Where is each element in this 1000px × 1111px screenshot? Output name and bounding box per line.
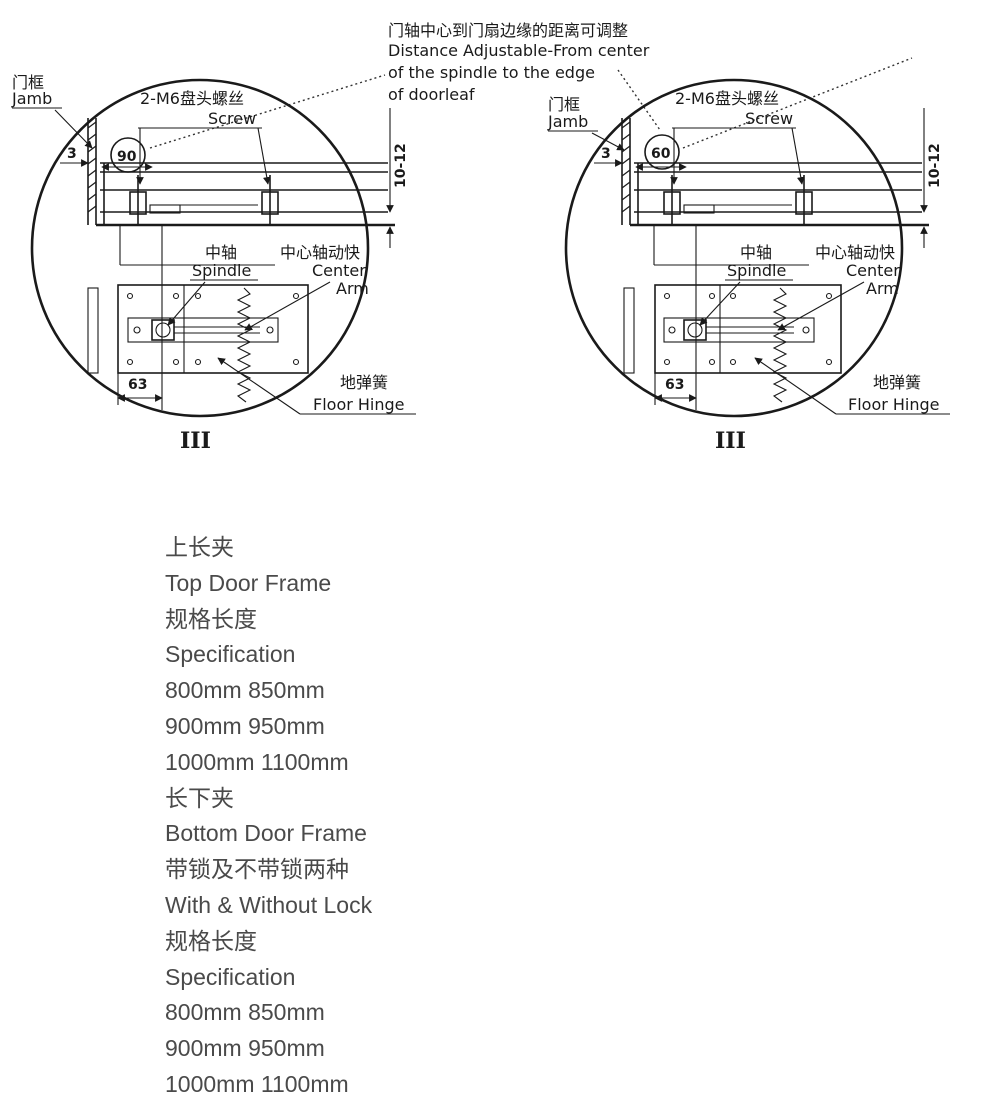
right-floor-en: Floor Hinge — [848, 395, 940, 414]
spec-line: 800mm 850mm — [165, 677, 325, 704]
spec-line: Top Door Frame — [165, 569, 332, 596]
left-dim-bottom: 63 — [128, 377, 147, 393]
left-floor-zh: 地弹簧 — [340, 373, 388, 392]
left-dim-height: 10-12 — [393, 143, 409, 188]
callout-en-line2: of the spindle to the edge — [388, 63, 595, 82]
left-spindle-zh: 中轴 — [205, 243, 237, 262]
left-floor-en: Floor Hinge — [313, 395, 405, 414]
left-arm-en1: Center — [312, 261, 366, 280]
right-dim-circle-value: 60 — [651, 146, 671, 162]
spec-line: 长下夹 — [165, 784, 234, 811]
spec-line: 900mm 950mm — [165, 712, 325, 739]
left-spindle-en: Spindle — [192, 261, 251, 280]
left-detail-circle — [30, 78, 370, 418]
left-dim-circle — [110, 137, 146, 173]
spec-line: 900mm 950mm — [165, 1035, 325, 1062]
right-arm-en1: Center — [846, 261, 900, 280]
spec-line: 带锁及不带锁两种 — [165, 856, 349, 883]
left-screw-en: Screw — [208, 109, 256, 128]
left-spring — [236, 287, 252, 403]
spec-line: With & Without Lock — [165, 891, 373, 918]
left-detail-number: III — [180, 428, 211, 454]
left-jamb-hatch — [87, 121, 97, 213]
left-spindle-block — [151, 319, 175, 341]
right-spindle-block — [683, 319, 707, 341]
right-detail-number: III — [715, 428, 746, 454]
spec-line: Bottom Door Frame — [165, 820, 367, 847]
left-floor-hinge-body — [117, 284, 309, 374]
left-detail: 门框 Jamb 3 90 — [11, 73, 416, 454]
right-arm-en2: Arm — [866, 279, 899, 298]
spec-line: 800mm 850mm — [165, 999, 325, 1026]
right-screw-en: Screw — [745, 109, 793, 128]
left-jamb-zh: 门框 — [12, 73, 44, 92]
left-dim-gap: 3 — [67, 146, 77, 162]
spec-line: 规格长度 — [165, 927, 257, 954]
spec-line: 1000mm 1100mm — [165, 748, 349, 775]
right-spindle-en: Spindle — [727, 261, 786, 280]
callout-leader-left — [149, 74, 386, 149]
right-jamb-hatch — [621, 121, 631, 213]
right-screw-zh: 2-M6盘头螺丝 — [675, 89, 779, 108]
left-arm-zh: 中心轴动快 — [280, 243, 360, 262]
callout-en-line1: Distance Adjustable-From center — [388, 41, 650, 60]
left-jamb-en: Jamb — [11, 89, 52, 108]
callout-en-line3: of doorleaf — [388, 85, 475, 104]
left-arm-en2: Arm — [336, 279, 369, 298]
right-spindle-zh: 中轴 — [740, 243, 772, 262]
right-detail-circle — [564, 78, 904, 418]
right-dim-gap: 3 — [601, 146, 611, 162]
left-dim-circle-value: 90 — [117, 149, 137, 165]
callout-leader-right — [682, 57, 913, 149]
floor-hinge-installation-diagram: 门轴中心到门扇边缘的距离可调整 Distance Adjustable-From… — [11, 21, 950, 454]
callout-text: 门轴中心到门扇边缘的距离可调整 Distance Adjustable-From… — [388, 21, 650, 104]
right-dim-height: 10-12 — [927, 143, 943, 188]
right-floor-hinge-body — [654, 284, 842, 374]
right-jamb-zh: 门框 — [548, 95, 580, 114]
right-jamb-en: Jamb — [547, 112, 588, 131]
right-detail: 门框 Jamb 3 60 — [547, 78, 950, 454]
spec-line: 1000mm 1100mm — [165, 1070, 349, 1097]
callout-zh: 门轴中心到门扇边缘的距离可调整 — [388, 21, 628, 40]
right-arm-zh: 中心轴动快 — [815, 243, 895, 262]
spec-line: Specification — [165, 963, 296, 990]
specification-list: 上长夹 Top Door Frame 规格长度 Specification 80… — [165, 530, 665, 1103]
right-spring — [772, 287, 788, 403]
spec-line: Specification — [165, 641, 296, 668]
right-dim-bottom: 63 — [665, 377, 684, 393]
left-screw-zh: 2-M6盘头螺丝 — [140, 89, 244, 108]
right-floor-zh: 地弹簧 — [873, 373, 921, 392]
callout-leader-right-b — [617, 69, 661, 131]
spec-line: 上长夹 — [165, 534, 234, 560]
spec-line: 规格长度 — [165, 605, 257, 632]
